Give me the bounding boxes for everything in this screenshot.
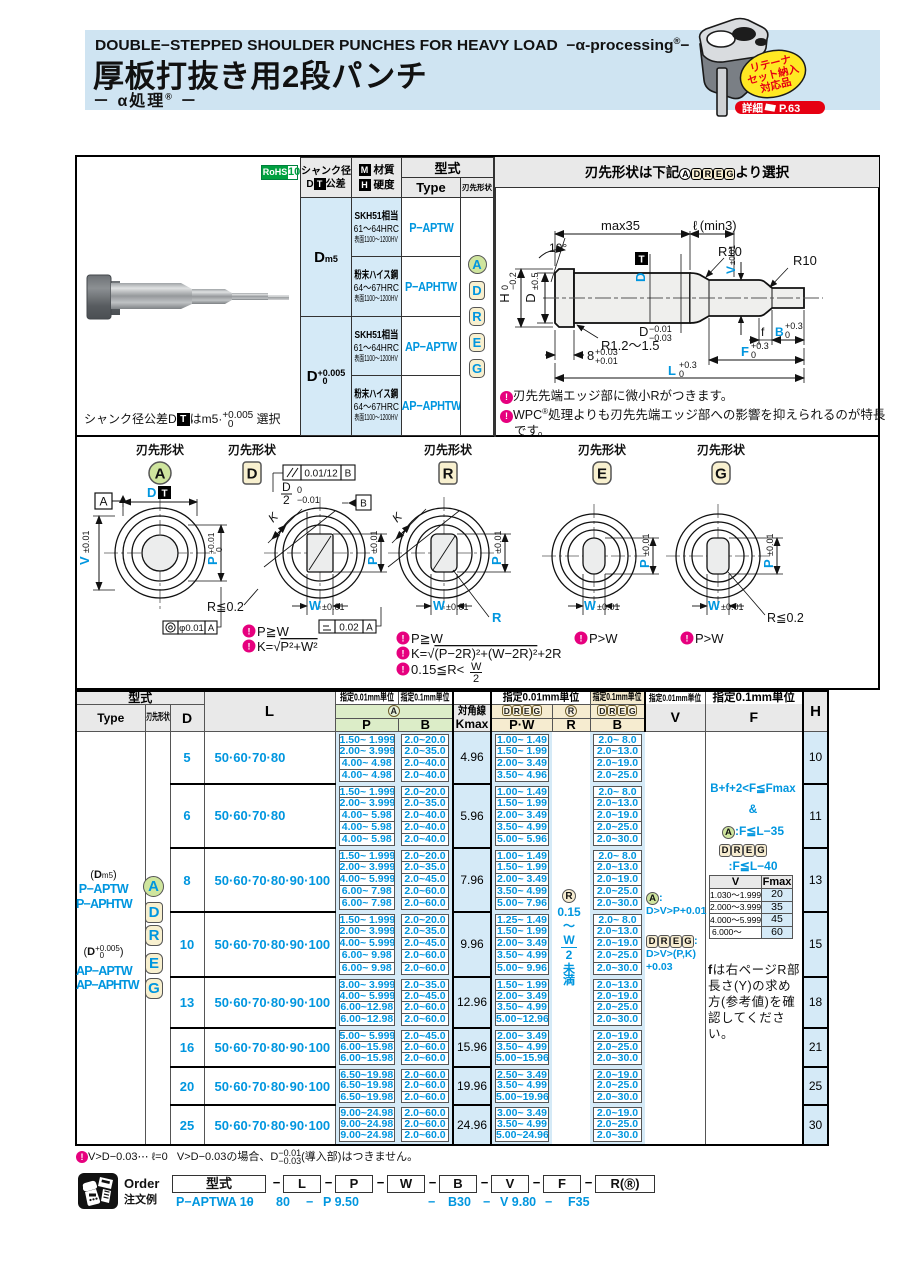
svg-text:±0.01: ±0.01 bbox=[446, 602, 468, 612]
svg-text:!: ! bbox=[580, 634, 583, 644]
svg-text:K=√(P−2R)²+(W−2R)²+2R: K=√(P−2R)²+(W−2R)²+2R bbox=[411, 646, 562, 661]
svg-text:R: R bbox=[492, 610, 502, 625]
svg-text:!: ! bbox=[248, 627, 251, 637]
svg-text:G: G bbox=[715, 466, 727, 483]
svg-text:A: A bbox=[155, 466, 166, 483]
svg-text:0.15≦R<: 0.15≦R< bbox=[411, 662, 464, 677]
svg-text:刃先形状: 刃先形状 bbox=[424, 442, 473, 457]
svg-text:P>W: P>W bbox=[695, 631, 724, 646]
svg-text:P: P bbox=[489, 556, 504, 565]
svg-text:L: L bbox=[668, 363, 676, 378]
svg-text:D: D bbox=[639, 324, 648, 339]
svg-text:A: A bbox=[208, 623, 215, 634]
svg-text:+0.01: +0.01 bbox=[595, 356, 618, 366]
svg-text:max35: max35 bbox=[601, 218, 640, 233]
svg-text:f: f bbox=[761, 325, 765, 339]
svg-text:±0.5: ±0.5 bbox=[530, 273, 540, 290]
svg-text:+0.3: +0.3 bbox=[679, 360, 697, 370]
svg-text:B: B bbox=[775, 325, 784, 339]
svg-text:8: 8 bbox=[587, 348, 594, 363]
svg-text:±0.01: ±0.01 bbox=[765, 534, 775, 556]
svg-text:±0.01: ±0.01 bbox=[728, 244, 737, 265]
svg-text:D: D bbox=[282, 480, 291, 494]
svg-text:W: W bbox=[309, 599, 321, 613]
svg-text:V: V bbox=[77, 556, 92, 565]
svg-text:−0.01: −0.01 bbox=[297, 495, 320, 505]
svg-text:R≦0.2: R≦0.2 bbox=[207, 600, 244, 614]
svg-text:!: ! bbox=[686, 634, 689, 644]
svg-text:±0.01: ±0.01 bbox=[322, 602, 344, 612]
svg-text:A: A bbox=[99, 495, 107, 509]
svg-text:刃先形状: 刃先形状 bbox=[228, 442, 277, 457]
svg-text:P>W: P>W bbox=[589, 631, 618, 646]
svg-text:F: F bbox=[741, 344, 749, 359]
svg-text:E: E bbox=[597, 466, 607, 483]
svg-text:A: A bbox=[366, 623, 373, 634]
svg-text:刃先形状: 刃先形状 bbox=[136, 442, 185, 457]
svg-text:!: ! bbox=[402, 649, 405, 659]
svg-text:0: 0 bbox=[297, 485, 302, 495]
svg-text:P≧W: P≧W bbox=[257, 624, 290, 639]
svg-text:詳細: 詳細 bbox=[742, 102, 763, 115]
svg-text:2: 2 bbox=[283, 493, 290, 507]
svg-text:+0.3: +0.3 bbox=[785, 321, 803, 331]
svg-text:±0.01: ±0.01 bbox=[597, 602, 619, 612]
svg-text:0: 0 bbox=[679, 369, 684, 379]
svg-text:−0.2: −0.2 bbox=[508, 272, 518, 290]
svg-text:P.63: P.63 bbox=[779, 103, 800, 115]
svg-text:0: 0 bbox=[751, 350, 756, 360]
svg-text:W: W bbox=[584, 599, 596, 613]
svg-text:D: D bbox=[633, 273, 648, 282]
svg-text:P: P bbox=[761, 559, 776, 568]
svg-text:0: 0 bbox=[785, 330, 790, 340]
svg-text:+0.01: +0.01 bbox=[206, 532, 216, 554]
svg-text:B: B bbox=[360, 499, 367, 510]
svg-text:±0.01: ±0.01 bbox=[81, 531, 91, 553]
svg-text:R: R bbox=[443, 466, 454, 483]
svg-text:P: P bbox=[205, 556, 220, 565]
svg-text:±0.01: ±0.01 bbox=[369, 531, 379, 553]
svg-text:R10: R10 bbox=[793, 253, 817, 268]
svg-text:W: W bbox=[708, 599, 720, 613]
svg-text:B: B bbox=[345, 469, 352, 480]
svg-text:K: K bbox=[389, 509, 405, 525]
svg-text:P: P bbox=[637, 559, 652, 568]
svg-text:−0.03: −0.03 bbox=[649, 333, 672, 343]
svg-text:10°: 10° bbox=[549, 241, 567, 255]
svg-text:D: D bbox=[147, 485, 156, 500]
svg-text:0.02: 0.02 bbox=[339, 623, 359, 634]
svg-text:D: D bbox=[523, 293, 538, 302]
svg-text:2: 2 bbox=[473, 673, 479, 685]
svg-text:T: T bbox=[638, 255, 644, 266]
svg-text:±0.01: ±0.01 bbox=[721, 602, 743, 612]
svg-text:R≦0.2: R≦0.2 bbox=[767, 611, 804, 625]
svg-text:0: 0 bbox=[214, 547, 224, 552]
svg-text:+0.03: +0.03 bbox=[595, 347, 618, 357]
svg-text:刃先形状: 刃先形状 bbox=[697, 442, 746, 457]
svg-text:W: W bbox=[471, 661, 482, 673]
svg-text:H: H bbox=[497, 293, 512, 302]
svg-text:P≧W: P≧W bbox=[411, 631, 444, 646]
svg-text:W: W bbox=[433, 599, 445, 613]
svg-text:P: P bbox=[365, 556, 380, 565]
svg-text:−0.01: −0.01 bbox=[649, 324, 672, 334]
svg-text:R10: R10 bbox=[718, 244, 742, 259]
svg-text:!: ! bbox=[402, 634, 405, 644]
svg-text:D: D bbox=[247, 466, 258, 483]
svg-text:T: T bbox=[161, 489, 167, 500]
svg-text:R1.2～1.5: R1.2～1.5 bbox=[601, 338, 660, 353]
svg-text:V: V bbox=[724, 266, 738, 274]
svg-text:+0.3: +0.3 bbox=[751, 341, 769, 351]
svg-text:±0.01: ±0.01 bbox=[641, 534, 651, 556]
svg-text:ℓ (min3): ℓ (min3) bbox=[693, 218, 737, 233]
svg-text:刃先形状: 刃先形状 bbox=[578, 442, 627, 457]
svg-text:!: ! bbox=[248, 642, 251, 652]
svg-text:±0.01: ±0.01 bbox=[493, 531, 503, 553]
svg-text:0: 0 bbox=[500, 285, 510, 290]
svg-text:K: K bbox=[265, 509, 281, 525]
svg-text:K=√P²+W²: K=√P²+W² bbox=[257, 639, 318, 654]
svg-text:φ0.01: φ0.01 bbox=[179, 623, 204, 634]
svg-text:!: ! bbox=[402, 665, 405, 675]
svg-text:0.01/12: 0.01/12 bbox=[304, 469, 338, 480]
